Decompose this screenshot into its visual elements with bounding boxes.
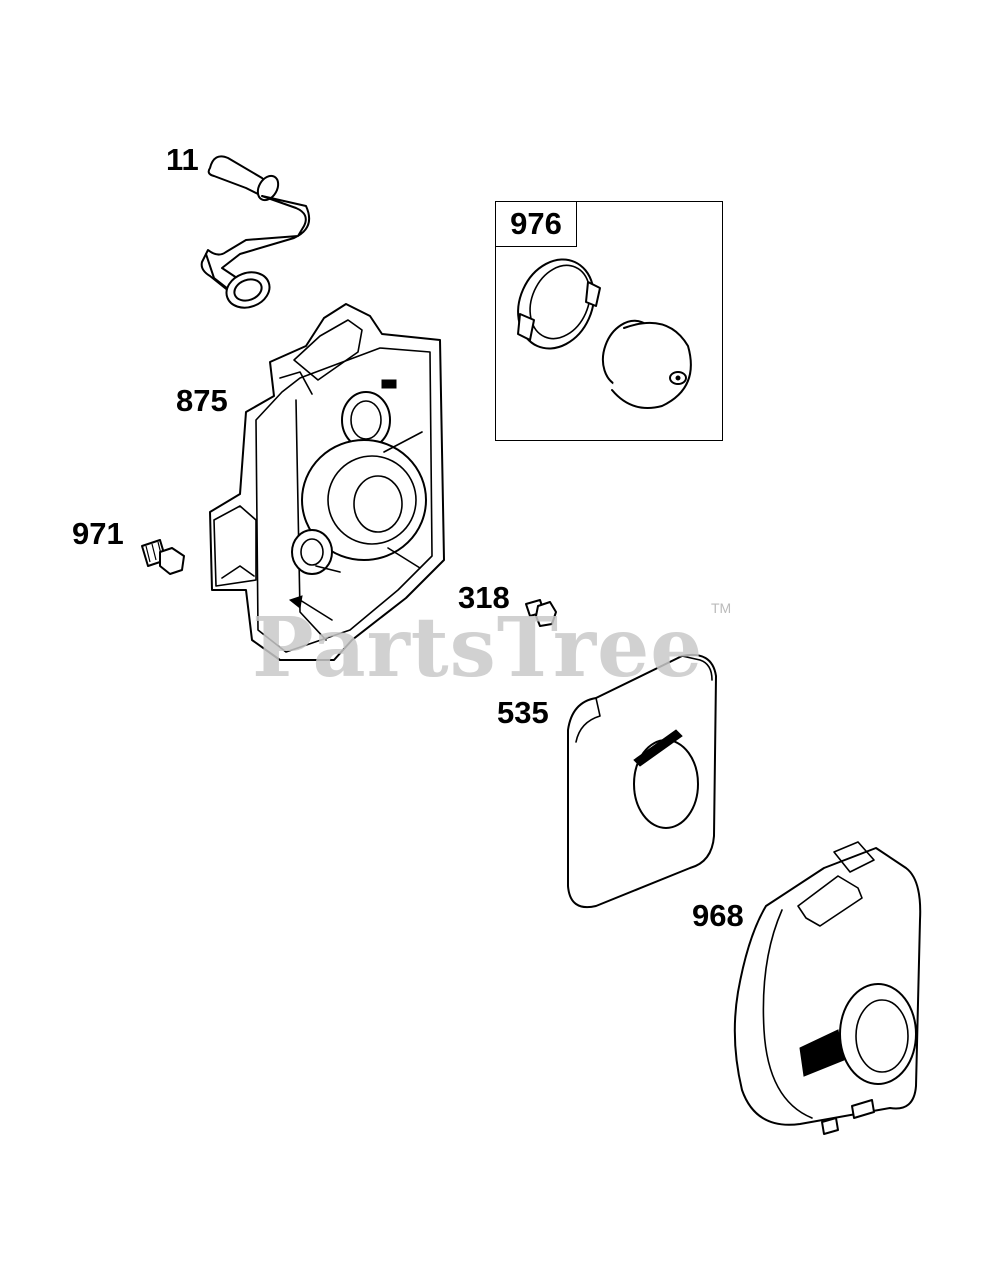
kit-976-label-frame: 976 xyxy=(495,201,577,247)
kit-976-drawing xyxy=(517,258,692,409)
part-label-971[interactable]: 971 xyxy=(72,516,124,551)
part-label-976[interactable]: 976 xyxy=(510,206,562,241)
kit-976-frame xyxy=(495,201,723,441)
part-label-11[interactable]: 11 xyxy=(166,142,199,177)
trademark-symbol: TM xyxy=(711,600,732,616)
air-cleaner-cover-drawing xyxy=(733,841,922,1135)
air-cleaner-base-drawing xyxy=(209,303,445,661)
breather-tube-drawing xyxy=(200,155,310,309)
screw-318-drawing xyxy=(525,599,557,627)
partstree-watermark: PartsTree xyxy=(252,600,704,696)
part-label-535[interactable]: 535 xyxy=(497,695,549,730)
pre-cleaner-foam-drawing xyxy=(567,654,717,908)
part-label-318[interactable]: 318 xyxy=(458,580,510,615)
part-label-968[interactable]: 968 xyxy=(692,898,744,933)
screw-971-drawing xyxy=(141,539,185,575)
part-label-875[interactable]: 875 xyxy=(176,383,228,418)
